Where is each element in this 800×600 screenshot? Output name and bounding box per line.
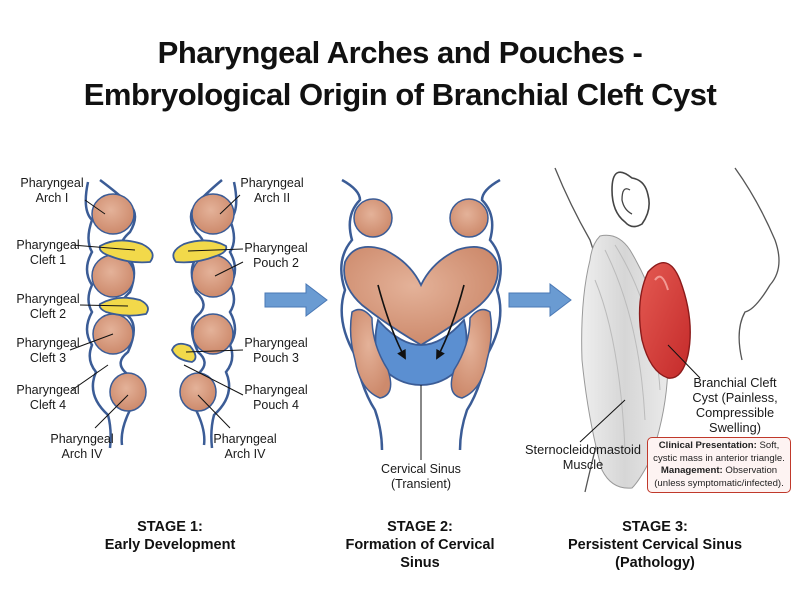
leader-pouch3 bbox=[185, 349, 244, 353]
title-line-1: Pharyngeal Arches and Pouches - bbox=[157, 35, 643, 70]
pouch-3-shape bbox=[171, 342, 197, 363]
arch-3-right bbox=[192, 313, 234, 355]
label-pouch-4: Pharyngeal Pouch 4 bbox=[244, 383, 308, 412]
label-arch-2: Pharyngeal Arch II bbox=[240, 176, 304, 205]
stage1-right-inner-wall bbox=[210, 181, 238, 449]
label-pouch-3: Pharyngeal Pouch 3 bbox=[244, 336, 308, 365]
leader-arch4-left bbox=[94, 394, 129, 429]
clinical-presentation-text: Soft, cystic mass in anterior triangle. bbox=[653, 440, 785, 464]
leader-arch2 bbox=[219, 194, 241, 215]
management-heading: Management: bbox=[660, 465, 723, 476]
stage1-caption: STAGE 1: Early Development bbox=[104, 519, 236, 553]
stage3-jaw-outline bbox=[734, 167, 780, 361]
label-branchial-cleft-cyst: Branchial Cleft Cyst (Painless, Compress… bbox=[692, 375, 778, 435]
muscle-fiber-1 bbox=[604, 249, 646, 421]
stage2-caption: STAGE 2: Formation of Cervical Sinus bbox=[345, 519, 495, 571]
clinical-info-box: Clinical Presentation: Soft, cystic mass… bbox=[647, 437, 791, 493]
leader-cleft3 bbox=[69, 333, 114, 351]
stage3-illustration bbox=[554, 167, 780, 493]
stage3-caption: STAGE 3: Persistent Cervical Sinus (Path… bbox=[567, 519, 743, 571]
ear-icon bbox=[611, 171, 650, 228]
stage1-illustration bbox=[69, 179, 244, 449]
leader-pouch4 bbox=[183, 364, 244, 396]
label-cleft-1: Pharyngeal Cleft 1 bbox=[16, 238, 80, 267]
stage2-outer-right-wall bbox=[458, 178, 502, 451]
label-cleft-2: Pharyngeal Cleft 2 bbox=[16, 292, 80, 321]
arrow-stage2-to-3 bbox=[508, 282, 572, 318]
stage2-lower-arch-left bbox=[349, 308, 392, 399]
leader-cleft4 bbox=[71, 364, 109, 391]
leader-pouch2 bbox=[187, 248, 244, 252]
arch-1-left bbox=[91, 193, 135, 235]
muscle-fiber-2 bbox=[594, 279, 626, 451]
label-arch-1: Pharyngeal Arch I bbox=[20, 176, 84, 205]
leader-arch1 bbox=[84, 199, 106, 215]
stage2-outer-left-wall bbox=[340, 178, 384, 451]
title-line-2: Embryological Origin of Branchial Cleft … bbox=[83, 77, 717, 112]
label-sternocleidomastoid: Sternocleidomastoid Muscle bbox=[525, 442, 641, 472]
leader-muscle bbox=[579, 399, 626, 443]
arch-1-right bbox=[191, 193, 235, 235]
leader-pouch2b bbox=[214, 261, 244, 277]
leader-cyst bbox=[667, 344, 701, 379]
label-arch-4-right: Pharyngeal Arch IV bbox=[213, 432, 277, 461]
label-cleft-4: Pharyngeal Cleft 4 bbox=[16, 383, 80, 412]
leader-arch4-right bbox=[197, 394, 231, 429]
arrow-stage1-to-2 bbox=[264, 282, 328, 318]
label-pouch-2: Pharyngeal Pouch 2 bbox=[244, 241, 308, 270]
stage2-illustration bbox=[340, 178, 502, 460]
cleft-2-shape bbox=[98, 296, 149, 317]
stage1-left-inner-wall bbox=[84, 181, 112, 449]
leader-cleft1 bbox=[71, 244, 136, 251]
stage2-v-arch bbox=[343, 246, 499, 347]
stage2-arch-left-top bbox=[353, 198, 393, 238]
stage2-arch-right-top bbox=[449, 198, 489, 238]
arch-4-right bbox=[179, 372, 217, 412]
label-cleft-3: Pharyngeal Cleft 3 bbox=[16, 336, 80, 365]
ear-inner-icon bbox=[621, 188, 633, 215]
pouch-2-shape bbox=[172, 239, 228, 264]
management-text: Observation (unless symptomatic/infected… bbox=[654, 465, 784, 489]
leader-cleft2 bbox=[79, 304, 129, 307]
clinical-presentation-heading: Clinical Presentation: bbox=[658, 440, 757, 451]
arch-4-left bbox=[109, 372, 147, 412]
stage2-inward-arrow-right bbox=[436, 284, 465, 360]
branchial-cleft-cyst bbox=[638, 262, 691, 379]
stage2-inward-arrow-left bbox=[377, 284, 406, 360]
stage2-lower-arch-right bbox=[450, 308, 493, 399]
label-arch-4-left: Pharyngeal Arch IV bbox=[50, 432, 114, 461]
cleft-1-shape bbox=[98, 239, 154, 264]
cyst-highlight bbox=[654, 275, 669, 291]
page-title: Pharyngeal Arches and Pouches - Embryolo… bbox=[0, 32, 800, 116]
label-cervical-sinus: Cervical Sinus (Transient) bbox=[381, 462, 461, 491]
